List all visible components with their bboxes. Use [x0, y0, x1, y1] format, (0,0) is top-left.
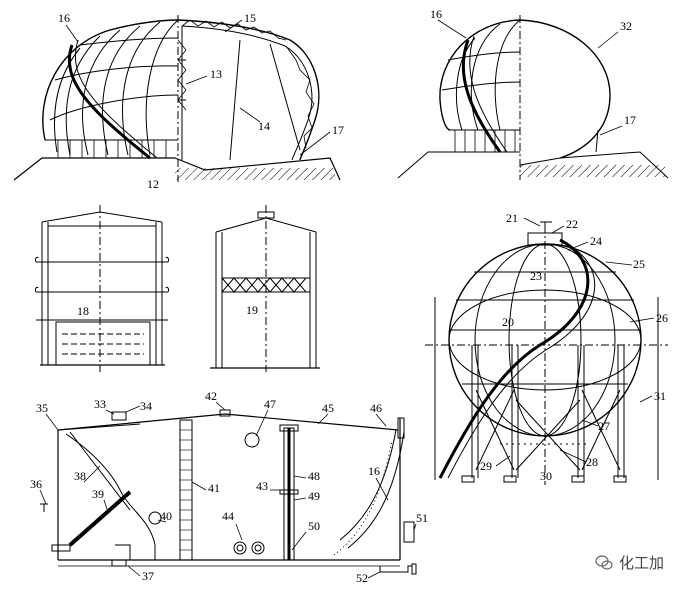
label-16: 16 — [58, 11, 70, 25]
label-49: 49 — [308, 489, 320, 503]
watermark-text: 化工加 — [618, 554, 664, 572]
label-21: 21 — [506, 211, 518, 225]
label-29: 29 — [480, 459, 492, 473]
storage-leader-lines — [39, 401, 417, 579]
label-44: 44 — [222, 509, 234, 523]
label-16: 16 — [430, 7, 442, 21]
label-50: 50 — [308, 519, 320, 533]
label-22: 22 — [566, 217, 578, 231]
label-17: 17 — [624, 113, 636, 127]
gas-holder-19 — [210, 205, 320, 372]
label-47: 47 — [264, 397, 276, 411]
spherical-tank-legs — [425, 221, 668, 485]
label-26: 26 — [656, 311, 668, 325]
label-18: 18 — [77, 304, 89, 318]
label-31: 31 — [654, 389, 666, 403]
spheroid-leader-lines — [65, 19, 331, 156]
label-33: 33 — [94, 397, 106, 411]
wechat-icon — [595, 554, 613, 570]
label-28: 28 — [586, 455, 598, 469]
label-38: 38 — [74, 469, 86, 483]
label-24: 24 — [590, 234, 602, 248]
sphere-tank-labels: 16 32 17 — [430, 7, 636, 127]
label-46: 46 — [370, 401, 382, 415]
spherical-tank-labels: 21 22 24 23 25 20 26 31 27 28 29 30 — [480, 211, 668, 483]
label-15: 15 — [244, 11, 256, 25]
label-16: 16 — [368, 464, 380, 478]
storage-tank-section — [40, 409, 417, 575]
label-45: 45 — [322, 401, 334, 415]
label-39: 39 — [92, 487, 104, 501]
watermark: 化工加 — [595, 552, 664, 573]
label-37: 37 — [142, 569, 154, 583]
label-41: 41 — [208, 481, 220, 495]
label-27: 27 — [598, 419, 610, 433]
spherical-leader-lines — [495, 217, 655, 467]
sphere-leader-lines — [437, 19, 623, 136]
label-43: 43 — [256, 479, 268, 493]
label-48: 48 — [308, 469, 320, 483]
label-12: 12 — [147, 177, 159, 191]
spheroid-tank-labels: 16 15 13 14 17 12 — [58, 11, 344, 191]
label-35: 35 — [36, 401, 48, 415]
spheroid-tank-section — [13, 15, 341, 182]
label-19: 19 — [246, 303, 258, 317]
label-25: 25 — [633, 257, 645, 271]
label-13: 13 — [210, 67, 222, 81]
label-52: 52 — [356, 571, 368, 585]
label-51: 51 — [416, 511, 428, 525]
label-14: 14 — [258, 119, 270, 133]
label-17: 17 — [332, 123, 344, 137]
label-34: 34 — [140, 399, 152, 413]
storage-tank-labels: 35 33 34 42 47 45 46 36 38 39 41 40 43 4… — [30, 389, 428, 585]
label-36: 36 — [30, 477, 42, 491]
label-32: 32 — [620, 19, 632, 33]
label-40: 40 — [160, 509, 172, 523]
gas-holder-18 — [34, 205, 170, 372]
sphere-tank-section — [397, 15, 669, 180]
label-23: 23 — [530, 269, 542, 283]
label-30: 30 — [540, 469, 552, 483]
label-20: 20 — [502, 315, 514, 329]
label-42: 42 — [205, 389, 217, 403]
